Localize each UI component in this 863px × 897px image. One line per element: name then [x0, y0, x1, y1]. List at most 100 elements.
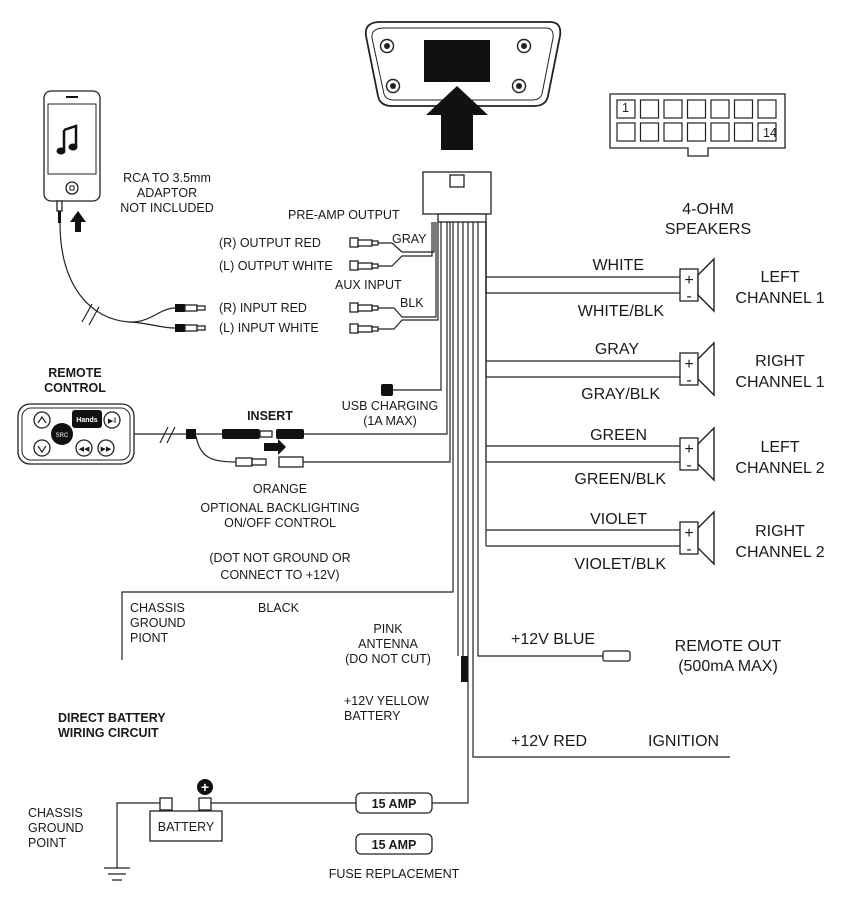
- connector-pin: [663, 99, 683, 119]
- svg-text:GROUND: GROUND: [130, 616, 186, 630]
- remote-out-connector-icon: [602, 650, 631, 662]
- cable-break-icon: [159, 426, 176, 444]
- chassis-ground-top-label: CHASSIS: [130, 601, 185, 615]
- speaker-icon: [697, 426, 715, 482]
- black-wire-label: BLACK: [258, 601, 300, 615]
- svg-text:ON/OFF CONTROL: ON/OFF CONTROL: [224, 516, 336, 530]
- preamp-l-output-label: (L) OUTPUT WHITE: [219, 259, 333, 273]
- remote-socket-icon: [276, 429, 304, 439]
- speaker-channel-label: LEFT: [760, 439, 799, 456]
- svg-text:GROUND: GROUND: [28, 821, 84, 835]
- speaker-wires: [485, 222, 715, 566]
- preamp-output-title: PRE-AMP OUTPUT: [288, 208, 400, 222]
- remote-plug-icon: [222, 429, 273, 439]
- speaker-neg-label: GRAY/BLK: [581, 386, 660, 403]
- svg-text:(1A MAX): (1A MAX): [363, 414, 417, 428]
- speakers-title: 4-OHM: [682, 201, 734, 218]
- aux-input-title: AUX INPUT: [335, 278, 402, 292]
- connector-pin: [757, 99, 777, 119]
- home-button-icon: [65, 181, 79, 195]
- speaker-channel-2: GRAY GRAY/BLK RIGHT CHANNEL 1 + -: [581, 341, 825, 403]
- svg-text:(DOT NOT GROUND OR: (DOT NOT GROUND OR: [209, 551, 350, 565]
- rca-jack-icon: [349, 323, 379, 334]
- svg-text:+: +: [201, 779, 209, 795]
- arrow-right-icon: [264, 439, 286, 455]
- battery-label: BATTERY: [158, 820, 215, 834]
- screw-icon: [516, 38, 532, 54]
- red-wire-label: +12V RED: [511, 733, 587, 750]
- svg-text:ANTENNA: ANTENNA: [358, 637, 418, 651]
- remote-control: SRC Hands ▶‖ ◀◀ ▶▶: [17, 403, 135, 465]
- connector-pin: [616, 122, 636, 142]
- ground-symbol-icon: [104, 867, 130, 881]
- screw-icon: [385, 78, 401, 94]
- pin-last-label: 14: [763, 126, 777, 140]
- rca-plug-icon: [175, 304, 206, 312]
- fuse-icon: 15 AMP: [355, 792, 433, 814]
- preamp-wire-label: GRAY: [392, 232, 427, 246]
- yellow-wire-label: +12V YELLOW: [344, 694, 429, 708]
- svg-text:WIRING CIRCUIT: WIRING CIRCUIT: [58, 726, 159, 740]
- svg-text:(500mA MAX): (500mA MAX): [678, 658, 778, 675]
- black-ground-wire: [121, 222, 454, 660]
- plus-icon: +: [684, 356, 693, 373]
- usb-plug-icon: [381, 384, 393, 396]
- pin-grid: [616, 99, 777, 142]
- fuse-replacement-label: FUSE REPLACEMENT: [329, 867, 460, 881]
- harness-connector: [422, 171, 492, 223]
- speaker-icon: [697, 510, 715, 566]
- svg-text:NOT INCLUDED: NOT INCLUDED: [120, 201, 214, 215]
- music-note-icon: [56, 124, 78, 155]
- speaker-pos-label: GREEN: [590, 427, 647, 444]
- svg-text:CONTROL: CONTROL: [44, 381, 106, 395]
- speaker-icon: [697, 341, 715, 397]
- connector-pin: [733, 99, 754, 119]
- connector-pin: [710, 122, 730, 142]
- play-pause-icon: [103, 411, 121, 429]
- speaker-channel-1: WHITE WHITE/BLK LEFT CHANNEL 1 + -: [578, 257, 825, 320]
- svg-text:CHANNEL 1: CHANNEL 1: [735, 374, 824, 391]
- remote-button-down-icon: [33, 439, 51, 457]
- spare-fuse-label: 15 AMP: [372, 838, 417, 852]
- remote-control-title: REMOTE: [48, 366, 101, 380]
- aux-r-input-label: (R) INPUT RED: [219, 301, 307, 315]
- svg-text:POINT: POINT: [28, 836, 67, 850]
- speaker-neg-label: WHITE/BLK: [578, 303, 665, 320]
- screw-icon: [379, 38, 395, 54]
- svg-text:(DO NOT CUT): (DO NOT CUT): [345, 652, 431, 666]
- spare-fuse-icon: 15 AMP: [355, 833, 433, 855]
- svg-text:RCA TO 3.5mm: RCA TO 3.5mm: [123, 171, 211, 185]
- rca-jack-icon: [349, 260, 379, 271]
- orange-wire-label: ORANGE: [253, 482, 307, 496]
- svg-text:◀◀: ◀◀: [79, 446, 90, 453]
- battery-ground-wire: [116, 802, 160, 868]
- svg-text:SRC: SRC: [56, 433, 69, 439]
- insert-label: INSERT: [247, 409, 293, 423]
- speaker-neg-label: VIOLET/BLK: [574, 556, 666, 573]
- svg-text:BATTERY: BATTERY: [344, 709, 401, 723]
- speaker-channel-label: RIGHT: [755, 353, 805, 370]
- next-track-icon: [97, 439, 115, 457]
- minus-icon: -: [686, 372, 691, 389]
- speaker-channel-label: RIGHT: [755, 523, 805, 540]
- blue-wire-label: +12V BLUE: [511, 631, 595, 648]
- connector-pin: [639, 99, 660, 119]
- connector-pin: [686, 99, 707, 119]
- svg-text:▶▶: ▶▶: [101, 446, 112, 453]
- minus-icon: -: [686, 457, 691, 474]
- speaker-neg-label: GREEN/BLK: [574, 471, 666, 488]
- aux-wire-label: BLK: [400, 296, 424, 310]
- svg-text:SPEAKERS: SPEAKERS: [665, 221, 751, 238]
- chassis-ground-bottom-label: CHASSIS: [28, 806, 83, 820]
- speaker-pos-label: WHITE: [592, 257, 644, 274]
- red-ignition-wire: [472, 222, 730, 758]
- remote-brand-plate: [72, 410, 102, 428]
- svg-text:CONNECT TO +12V): CONNECT TO +12V): [220, 568, 339, 582]
- rca-jack-icon: [349, 237, 379, 248]
- speaker-pos-label: GRAY: [595, 341, 639, 358]
- speaker-channel-4: VIOLET VIOLET/BLK RIGHT CHANNEL 2 + -: [574, 511, 824, 573]
- connector-pin: [616, 99, 636, 119]
- rca-jack-icon: [349, 302, 379, 313]
- speaker-channel-label: LEFT: [760, 269, 799, 286]
